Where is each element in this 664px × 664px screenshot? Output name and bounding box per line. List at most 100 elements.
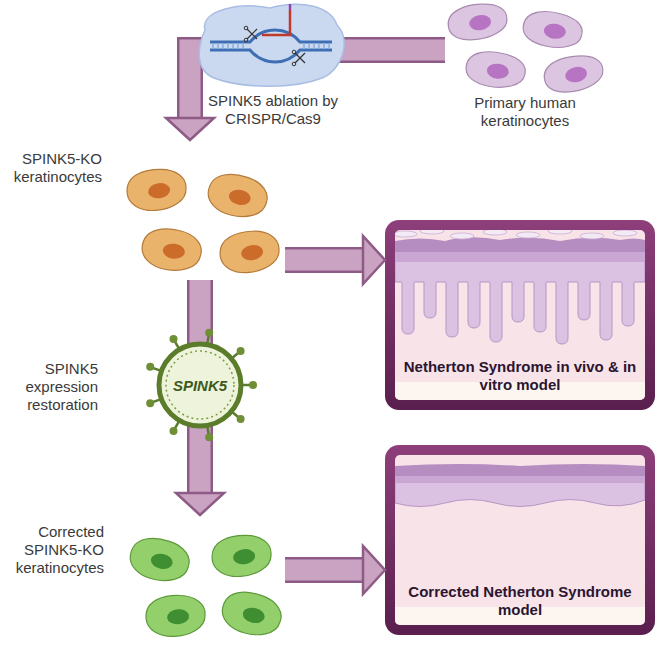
arrow-head [176, 493, 224, 515]
arrow-head [363, 236, 385, 284]
scissors-blade [247, 29, 257, 39]
keratinocyte-cell [445, 0, 509, 44]
virus-spike-tip [237, 347, 245, 355]
dna-strands [210, 4, 332, 62]
vector-particle: SPINK5 [155, 340, 245, 430]
scissors-symbol [244, 26, 257, 42]
flow-arrow [285, 546, 385, 594]
scissors-blade [295, 53, 305, 63]
dna-rung [323, 43, 325, 49]
stratum-corneum [395, 464, 645, 476]
arrow-body-outline [285, 247, 365, 273]
model-title: Netherton Syndrome in vivo & in vitro mo… [399, 358, 641, 394]
dna-rung [328, 43, 330, 49]
cell-body [205, 170, 270, 220]
cell-nucleus [564, 65, 589, 84]
virus-spike-tip [170, 427, 178, 435]
keratinocyte-cell [205, 170, 270, 220]
cell-nucleus [147, 182, 171, 200]
epidermis [395, 474, 645, 507]
scale-flake [580, 233, 604, 239]
dna-rung [308, 43, 310, 49]
guide-rna [289, 4, 292, 10]
scissors-blade [295, 53, 305, 63]
keratinocyte-cell [218, 588, 284, 640]
virus-inner-ring [166, 351, 234, 419]
scissors-handle [292, 62, 296, 66]
cell-label: Primary human keratinocytes [445, 94, 605, 130]
virus-spike-tip [170, 335, 178, 343]
scale-flake [395, 231, 417, 237]
model-title: Corrected Netherton Syndrome model [399, 583, 641, 619]
arrow-body [190, 422, 211, 495]
cell-nucleus [166, 608, 189, 625]
epidermis [395, 250, 645, 344]
arrow-body-outline [285, 557, 365, 583]
cell-body [218, 588, 284, 640]
dna-rung [318, 43, 320, 49]
cell-body [127, 534, 192, 584]
scale-flake [420, 230, 444, 234]
dna-rung [222, 43, 224, 49]
cell-nucleus [241, 606, 266, 625]
step-label: SPINK5 expression restoration [0, 360, 98, 414]
model-frame [385, 445, 655, 635]
cell-body [217, 227, 282, 277]
cell-nucleus [150, 552, 174, 571]
dermis [395, 455, 645, 625]
cell-group: Primary human keratinocytes [445, 0, 605, 134]
arrow-body [285, 560, 365, 581]
keratinocyte-cell [124, 166, 188, 215]
cell-nucleus [240, 243, 264, 262]
virus-spike-tip [205, 329, 213, 337]
dna-rung [242, 43, 244, 49]
cell-nucleus [543, 22, 567, 40]
arrow-body [190, 280, 211, 348]
cell-body [140, 226, 203, 273]
dna-rung [313, 43, 315, 49]
virus-spike-tip [237, 415, 245, 423]
flow-arrow [200, 280, 201, 348]
model-box: Netherton Syndrome in vivo & in vitro mo… [385, 220, 655, 410]
cell-nucleus [228, 188, 252, 207]
cell-body [124, 166, 188, 215]
dna-rung [212, 43, 214, 49]
keratinocyte-cell [127, 534, 192, 584]
scale-flake [483, 230, 507, 235]
cell-nucleus [468, 13, 492, 32]
scissors-handle [244, 38, 248, 42]
virus-spike-tip [146, 363, 154, 371]
model-frame [385, 220, 655, 410]
keratinocyte-cell [541, 51, 606, 97]
scissors-handle [244, 26, 248, 30]
keratinocyte-cell [209, 532, 273, 581]
cell-group: Corrected SPINK5-KO keratinocytes [0, 515, 285, 650]
virus-spike-tip [205, 433, 213, 441]
dermis [395, 230, 645, 400]
dna-rung [237, 43, 239, 49]
cell-body [209, 532, 273, 581]
cell-group: SPINK5-KO keratinocytes [0, 140, 285, 280]
flow-arrow [176, 422, 224, 515]
cell-body [521, 8, 585, 51]
cell-body [464, 49, 527, 90]
skin-section [395, 230, 645, 400]
cell-label: Corrected SPINK5-KO keratinocytes [2, 523, 104, 577]
cell-nucleus [232, 548, 256, 566]
keratinocyte-cell [464, 49, 527, 90]
dna-rung [232, 43, 234, 49]
scissors-symbol [292, 50, 305, 66]
scissors-handle [292, 50, 296, 54]
scissors-blade [247, 29, 257, 39]
dna-rung [227, 43, 229, 49]
cell-label: SPINK5-KO keratinocytes [2, 150, 102, 186]
vector-label: SPINK5 [173, 377, 227, 394]
virus-spike-tip [146, 399, 154, 407]
cell-nucleus [162, 243, 185, 260]
scale-flake [516, 232, 540, 238]
cell-body [445, 0, 509, 44]
arrow-head [363, 546, 385, 594]
virus-capsid [159, 344, 241, 426]
dna-rung [217, 43, 219, 49]
